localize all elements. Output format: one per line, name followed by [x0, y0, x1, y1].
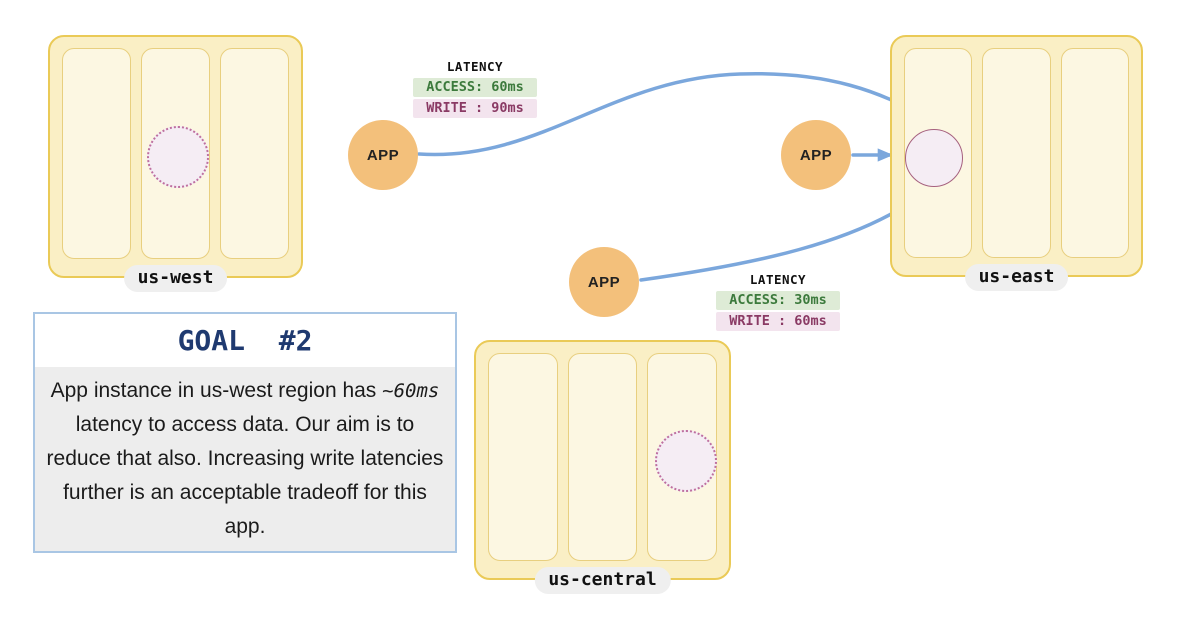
latency-title: LATENCY — [749, 272, 807, 287]
app-label: APP — [587, 273, 621, 291]
region-label-us-central: us-central — [534, 567, 671, 594]
latency-write-value: WRITE : 60ms — [716, 312, 840, 331]
replica-placeholder-us-west — [147, 126, 209, 188]
goal-latency-value: ~60ms — [382, 380, 440, 402]
latency-access-value: ACCESS: 30ms — [716, 291, 840, 310]
rack-column — [488, 353, 558, 561]
app-instance-us-west: APP — [348, 120, 418, 190]
rack-column — [1060, 48, 1129, 258]
latency-access-value: ACCESS: 60ms — [413, 78, 537, 97]
region-us-east: us-east — [890, 35, 1143, 291]
latency-write-value: WRITE : 90ms — [413, 99, 537, 118]
goal-description: App instance in us-west region has ~60ms… — [35, 367, 455, 551]
app-instance-us-central: APP — [569, 247, 639, 317]
region-us-west: us-west — [48, 35, 303, 292]
rack-column — [567, 353, 638, 561]
app-label: APP — [366, 146, 400, 164]
region-label-us-west: us-west — [123, 265, 228, 292]
latency-label-us-west-app: LATENCY ACCESS: 60ms WRITE : 90ms — [413, 59, 537, 118]
goal-text-after: latency to access data. Our aim is to re… — [46, 413, 444, 538]
replica-us-east — [905, 129, 963, 187]
latency-label-us-central-app: LATENCY ACCESS: 30ms WRITE : 60ms — [716, 272, 840, 331]
app-instance-us-east: APP — [781, 120, 851, 190]
goal-title: GOAL #2 — [177, 324, 313, 357]
rack-column — [62, 48, 131, 259]
rack-column — [982, 48, 1051, 258]
region-us-central: us-central — [474, 340, 731, 594]
replica-placeholder-us-central — [655, 430, 717, 492]
arrow-us-central-app-to-us-east-replica — [639, 194, 923, 282]
region-label-us-east: us-east — [964, 264, 1069, 291]
app-label: APP — [799, 146, 833, 164]
rack-column — [220, 48, 289, 259]
latency-title: LATENCY — [446, 59, 504, 74]
goal-text-before: App instance in us-west region has — [50, 379, 383, 402]
goal-card: GOAL #2 App instance in us-west region h… — [33, 312, 457, 553]
